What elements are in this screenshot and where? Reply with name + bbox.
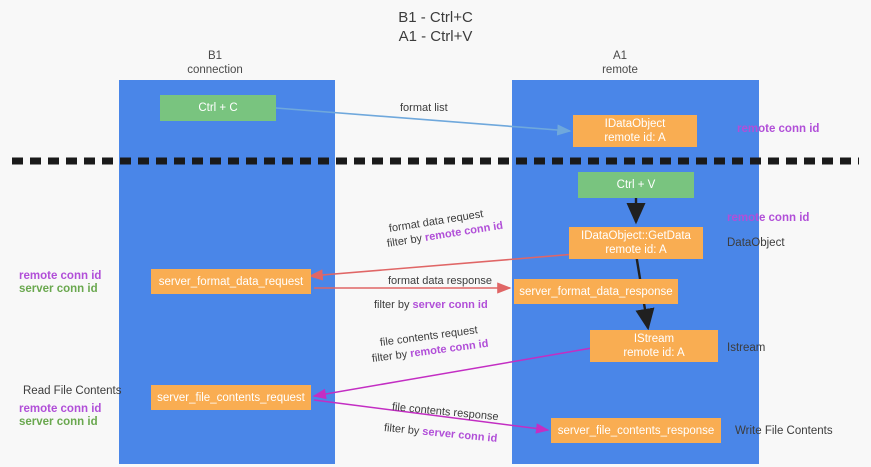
node-getdata-label: IDataObject::GetData (581, 230, 691, 242)
node-ctrl-c-label: Ctrl + C (198, 102, 238, 114)
edge-label-filter-by-server-conn-2: filter by server conn id (374, 298, 488, 312)
node-server-file-contents-response-label: server_file_contents_response (557, 424, 715, 437)
arrow-file-contents-response (313, 399, 550, 434)
lane-header-b1-sub: connection (187, 64, 243, 76)
lane-header-a1-sub: remote (602, 64, 638, 76)
node-server-format-data-response[interactable]: server_format_data_response (514, 279, 678, 304)
filter-by-prefix-4: filter by (383, 422, 423, 438)
node-istream-subtitle: remote id: A (623, 347, 685, 359)
annotation-right-remote-conn-id-top: remote conn id (737, 123, 820, 135)
lane-header-b1-name: B1 (207, 50, 223, 62)
annotation-left-remote-conn-id-mid: remote conn id (19, 270, 102, 282)
edge-label-format-data-response: format data response (388, 275, 492, 287)
node-idataobject-label: IDataObject (604, 118, 666, 130)
lane-header-a1: A1 remote (560, 49, 680, 77)
annotation-right-dataobject: DataObject (727, 237, 785, 249)
annotation-right-remote-conn-id-mid: remote conn id (727, 212, 810, 224)
edge-label-format-list: format list (400, 102, 448, 114)
lane-header-a1-name: A1 (612, 50, 628, 62)
node-ctrl-v[interactable]: Ctrl + V (578, 172, 694, 198)
node-server-file-contents-response[interactable]: server_file_contents_response (551, 418, 721, 443)
node-istream-label: IStream (633, 333, 675, 345)
lane-header-b1: B1 connection (155, 49, 275, 77)
node-idataobject-subtitle: remote id: A (604, 132, 666, 144)
node-istream[interactable]: IStream remote id: A (590, 330, 718, 362)
annotation-left-remote-conn-id-bottom: remote conn id (19, 403, 102, 415)
page-title-line1: B1 - Ctrl+C (398, 9, 473, 26)
node-ctrl-v-label: Ctrl + V (616, 179, 656, 191)
filter-by-prefix-2: filter by (374, 299, 413, 311)
node-server-file-contents-request[interactable]: server_file_contents_request (151, 385, 311, 410)
node-server-format-data-response-label: server_format_data_response (519, 285, 673, 298)
node-getdata[interactable]: IDataObject::GetData remote id: A (569, 227, 703, 259)
node-ctrl-c[interactable]: Ctrl + C (160, 95, 276, 121)
node-server-format-data-request-label: server_format_data_request (158, 275, 304, 288)
node-server-format-data-request[interactable]: server_format_data_request (151, 269, 311, 294)
arrow-file-contents-request (312, 347, 593, 400)
annotation-right-istream: Istream (727, 342, 766, 354)
node-idataobject[interactable]: IDataObject remote id: A (573, 115, 697, 147)
arrow-format-list (275, 107, 572, 136)
annotation-left-server-conn-id-bottom: server conn id (19, 416, 98, 428)
annotation-right-write-file-contents: Write File Contents (735, 425, 833, 437)
filter-key-server-conn-id-2: server conn id (412, 299, 488, 311)
arrow-format-data-request (308, 253, 577, 281)
node-getdata-subtitle: remote id: A (605, 244, 667, 256)
annotation-left-server-conn-id-mid: server conn id (19, 283, 98, 295)
page-title-line2: A1 - Ctrl+V (398, 28, 473, 45)
node-server-file-contents-request-label: server_file_contents_request (157, 391, 305, 404)
annotation-left-read-file-contents: Read File Contents (23, 385, 122, 397)
